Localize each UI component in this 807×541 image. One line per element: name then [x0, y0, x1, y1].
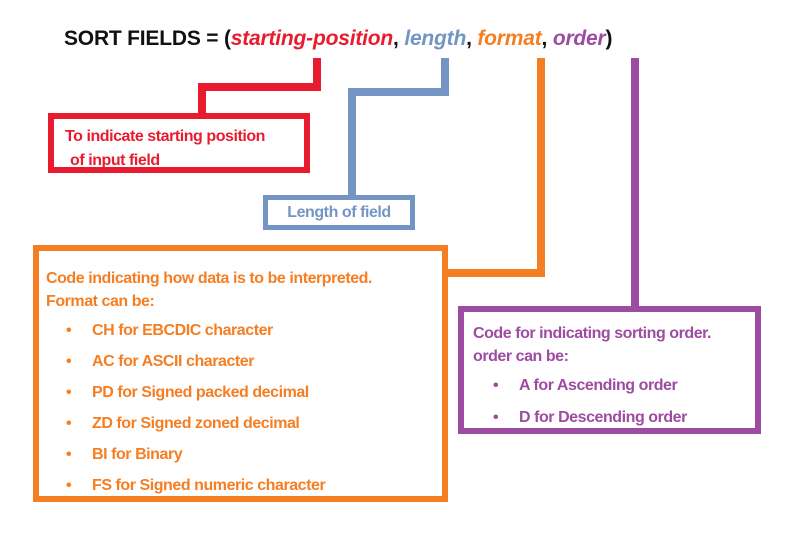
connector-blue-vertical-bottom	[348, 88, 356, 197]
connector-blue-horizontal	[348, 88, 449, 96]
title-keyword: SORT FIELDS = (	[64, 27, 231, 50]
order-options-list: A for Ascending order D for Descending o…	[473, 370, 753, 434]
title-param-starting-position: starting-position	[230, 27, 394, 50]
format-option: BI for Binary	[46, 439, 440, 470]
format-option: PD for Signed packed decimal	[46, 377, 440, 408]
connector-purple-vertical	[631, 58, 639, 308]
callout-text-line: Code for indicating sorting order.	[473, 325, 712, 342]
order-callout: Code for indicating sorting order. order…	[458, 306, 761, 434]
connector-blue-vertical-top	[441, 58, 449, 96]
starting-position-callout: To indicate starting position of input f…	[48, 113, 310, 173]
callout-text-line: Length of field	[287, 204, 391, 221]
callout-text-line: Code indicating how data is to be interp…	[46, 270, 372, 287]
format-options-list: CH for EBCDIC character AC for ASCII cha…	[46, 315, 440, 501]
syntax-title: SORT FIELDS = (starting-position, length…	[64, 27, 612, 51]
title-param-length: length	[404, 27, 467, 50]
format-option: ZD for Signed zoned decimal	[46, 408, 440, 439]
title-close-paren: )	[605, 27, 613, 50]
title-separator: ,	[466, 27, 478, 50]
callout-text-line: order can be:	[473, 348, 569, 365]
callout-text-line: To indicate starting position	[65, 128, 265, 145]
format-callout: Code indicating how data is to be interp…	[33, 245, 448, 502]
connector-red-vertical-top	[313, 58, 321, 91]
title-separator: ,	[541, 27, 553, 50]
length-callout: Length of field	[263, 195, 415, 230]
format-option: CH for EBCDIC character	[46, 315, 440, 346]
title-param-order: order	[552, 27, 606, 50]
callout-text-line: Format can be:	[46, 293, 155, 310]
format-option: FS for Signed numeric character	[46, 470, 440, 501]
connector-red-vertical-bottom	[198, 83, 206, 115]
title-separator: ,	[393, 27, 405, 50]
connector-orange-vertical	[537, 58, 545, 277]
connector-red-horizontal	[198, 83, 321, 91]
title-param-format: format	[477, 27, 542, 50]
order-option: D for Descending order	[473, 402, 753, 434]
format-option: AC for ASCII character	[46, 346, 440, 377]
callout-text-line: of input field	[70, 152, 160, 169]
connector-orange-horizontal	[444, 269, 545, 277]
order-option: A for Ascending order	[473, 370, 753, 402]
